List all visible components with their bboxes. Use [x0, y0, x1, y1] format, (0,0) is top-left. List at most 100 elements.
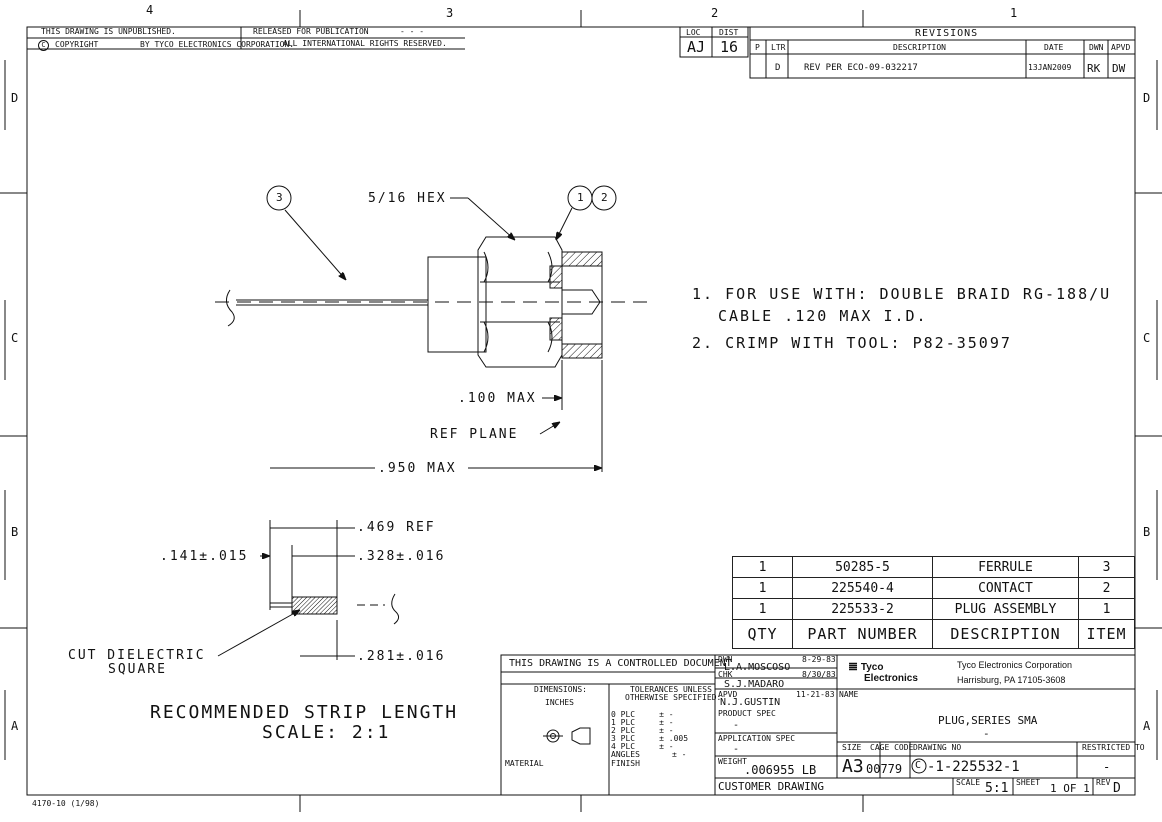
dim-469-ref: .469 REF: [357, 520, 436, 535]
copyright-label: COPYRIGHT: [55, 40, 99, 49]
weight-label: WEIGHT: [718, 757, 747, 766]
rev-col-p: P: [755, 43, 760, 52]
size-value: A3: [842, 756, 864, 777]
dist-value: 16: [720, 38, 739, 56]
rev-label: REV: [1096, 778, 1111, 787]
apvd-date: 11-21-83: [796, 690, 835, 699]
tyco-logo-text-2: Electronics: [864, 673, 918, 684]
scale-label: SCALE: [956, 778, 981, 787]
zone-number-1: 1: [1010, 6, 1018, 20]
rev-value: D: [1113, 781, 1121, 796]
apvd-label: APVD: [718, 690, 738, 699]
tyco-logo: ≣ Tyco Electronics: [848, 659, 918, 684]
bill-of-materials: 1 50285-5 FERRULE 3 1 225540-4 CONTACT 2…: [732, 556, 1135, 649]
finish-label: FINISH: [611, 759, 640, 768]
bom-header-part: PART NUMBER: [792, 619, 933, 649]
rev-col-date: DATE: [1044, 43, 1064, 52]
strip-length-scale: SCALE: 2:1: [262, 722, 391, 743]
drawing-no-symbol: C: [915, 760, 922, 771]
material-label: MATERIAL: [505, 759, 544, 768]
tyco-logo-text-1: Tyco: [860, 662, 884, 673]
rev-row-apvd: DW: [1112, 62, 1126, 75]
loc-label: LOC: [686, 28, 701, 37]
zone-number-4: 4: [146, 3, 154, 17]
bom-row: 1 225540-4 CONTACT 2: [732, 577, 1135, 599]
bom-part-number: 50285-5: [792, 556, 933, 578]
drawing-no-label: DRAWING NO: [913, 743, 962, 752]
cut-dielectric-label: CUT DIELECTRIC: [68, 648, 206, 663]
sheet-label: SHEET: [1016, 778, 1041, 787]
bom-item: 2: [1078, 577, 1135, 599]
unpublished-notice: THIS DRAWING IS UNPUBLISHED.: [41, 27, 176, 36]
controlled-document: THIS DRAWING IS A CONTROLLED DOCUMENT: [509, 658, 732, 669]
dim-950-max: .950 MAX: [378, 461, 457, 476]
customer-drawing: CUSTOMER DRAWING: [718, 780, 824, 793]
rev-col-dwn: DWN: [1089, 43, 1104, 52]
zone-letter-c-left: C: [11, 331, 19, 345]
product-spec-label: PRODUCT SPEC: [718, 709, 776, 718]
connector-drawing: [215, 236, 650, 368]
strip-length-title: RECOMMENDED STRIP LENGTH: [150, 702, 459, 723]
callout-label-1: 1: [577, 191, 584, 204]
inches-label: INCHES: [545, 698, 574, 707]
zone-letter-d-left: D: [11, 91, 19, 105]
name-label: NAME: [839, 690, 859, 699]
zone-letter-c-right: C: [1143, 331, 1151, 345]
dim-ref-plane: REF PLANE: [430, 427, 519, 442]
note-1-cont: CABLE .120 MAX I.D.: [718, 307, 928, 325]
callout-bubble-3: [266, 185, 292, 211]
rev-col-apvd: APVD: [1111, 43, 1131, 52]
tol-0plc: 0 PLC ± -: [611, 710, 674, 719]
application-spec-label: APPLICATION SPEC: [718, 734, 796, 743]
chk-label: CHK: [718, 670, 733, 679]
company-name: Tyco Electronics Corporation: [957, 660, 1073, 670]
strip-detail-drawing: [217, 520, 400, 660]
dim-281: .281±.016: [357, 649, 446, 664]
tolerances-label-1: TOLERANCES UNLESS: [630, 685, 712, 694]
form-number: 4170-10 (1/98): [32, 799, 100, 808]
drawing-no-value: -1-225532-1: [927, 759, 1020, 775]
rev-col-ltr: LTR: [771, 43, 786, 52]
restricted-to-value: -: [1103, 760, 1111, 774]
bom-part-number: 225533-2: [792, 598, 933, 620]
bom-header-item: ITEM: [1078, 619, 1135, 649]
bom-description: PLUG ASSEMBLY: [932, 598, 1079, 620]
revisions-block: [749, 26, 1136, 79]
chk-name: S.J.MADARO: [724, 679, 785, 690]
copyright-corp: BY TYCO ELECTRONICS CORPORATION.: [140, 40, 295, 49]
application-spec-value: -: [733, 744, 740, 755]
released-for-publication: RELEASED FOR PUBLICATION: [253, 27, 369, 36]
rev-row-ltr: D: [775, 63, 781, 73]
sheet-value: 1 OF 1: [1050, 782, 1090, 795]
revisions-title: REVISIONS: [915, 28, 979, 39]
rev-row-date: 13JAN2009: [1028, 63, 1072, 72]
tyco-logo-mark: ≣: [848, 659, 859, 673]
rev-row-description: REV PER ECO-09-032217: [804, 63, 918, 73]
released-dashes: - - -: [400, 27, 425, 36]
bom-qty: 1: [732, 598, 793, 620]
angles-label: ANGLES: [611, 750, 640, 759]
dist-label: DIST: [719, 28, 739, 37]
callout-bubble-2: [591, 185, 617, 211]
company-address: Harrisburg, PA 17105-3608: [957, 675, 1066, 685]
chk-date: 8/30/83: [802, 670, 836, 679]
rev-row-dwn: RK: [1087, 62, 1101, 75]
zone-number-3: 3: [446, 6, 454, 20]
dim-328: .328±.016: [357, 549, 446, 564]
tol-1plc: 1 PLC ± -: [611, 718, 674, 727]
bom-header-row: QTY PART NUMBER DESCRIPTION ITEM: [732, 619, 1135, 649]
dwn-label: DWN: [718, 655, 733, 664]
hex-callout: 5/16 HEX: [368, 191, 447, 206]
zone-letter-b-right: B: [1143, 525, 1151, 539]
cage-code-value: 00779: [866, 762, 903, 776]
bom-description: CONTACT: [932, 577, 1079, 599]
callout-label-2: 2: [601, 191, 608, 204]
tol-2plc: 2 PLC ± -: [611, 726, 674, 735]
restricted-to-label: RESTRICTED TO: [1082, 743, 1145, 752]
bom-row: 1 50285-5 FERRULE 3: [732, 556, 1135, 578]
cage-code-label: CAGE CODE: [870, 743, 914, 752]
tol-3plc: 3 PLC ± .005: [611, 734, 689, 743]
dim-100-max: .100 MAX: [458, 391, 537, 406]
scale-value: 5:1: [985, 781, 1009, 796]
